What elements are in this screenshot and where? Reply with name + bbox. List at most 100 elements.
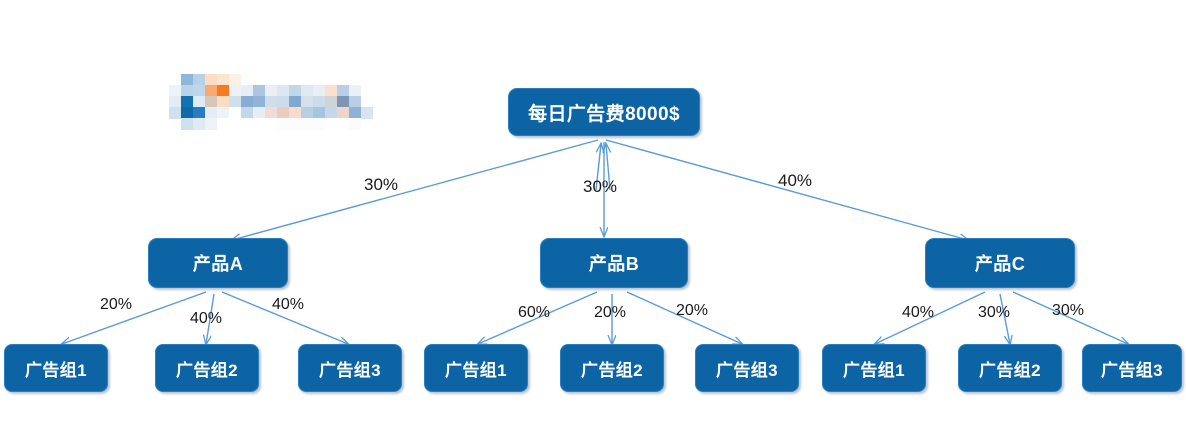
watermark-pixel-block: [229, 118, 241, 130]
watermark-pixel-block: [325, 107, 337, 119]
node-product-a-label: 产品A: [192, 254, 244, 274]
edge-label-root-to-product-c: 40%: [778, 171, 813, 190]
watermark-pixel-block: [229, 74, 241, 86]
node-adgroup-c3[interactable]: 广告组3: [1082, 344, 1182, 392]
watermark-pixel-block: [289, 96, 301, 108]
watermark-pixel-block: [301, 96, 313, 108]
node-adgroup-c1[interactable]: 广告组1: [822, 344, 926, 392]
node-adgroup-a2-label: 广告组2: [175, 360, 239, 380]
watermark-pixel-block: [181, 96, 193, 108]
edge-label-a-to-adgroup1: 20%: [100, 296, 133, 313]
node-adgroup-b2[interactable]: 广告组2: [560, 344, 664, 392]
watermark-pixel-block: [241, 85, 253, 97]
watermark-pixel-block: [193, 96, 205, 108]
watermark-pixel-block: [253, 85, 265, 97]
watermark-pixel-block: [361, 107, 373, 119]
pixelated-logo-watermark: [169, 74, 385, 130]
node-adgroup-c1-label: 广告组1: [842, 360, 906, 380]
watermark-pixel-block: [277, 118, 289, 130]
watermark-pixel-block: [289, 85, 301, 97]
watermark-pixel-block: [217, 74, 229, 86]
edge-label-c-to-adgroup3: 30%: [1052, 302, 1085, 319]
watermark-pixel-block: [313, 96, 325, 108]
watermark-pixel-block: [205, 85, 217, 97]
watermark-pixel-block: [205, 96, 217, 108]
edge-label-c-to-adgroup2: 30%: [978, 304, 1011, 321]
watermark-pixel-block: [217, 118, 229, 130]
node-product-c[interactable]: 产品C: [925, 238, 1075, 288]
watermark-pixel-block: [229, 96, 241, 108]
watermark-pixel-block: [205, 118, 217, 130]
node-adgroup-b1[interactable]: 广告组1: [424, 344, 528, 392]
edge-label-c-to-adgroup1: 40%: [902, 304, 935, 321]
watermark-pixel-block: [253, 118, 265, 130]
watermark-pixel-block: [169, 85, 181, 97]
edge-label-a-to-adgroup2: 40%: [190, 310, 223, 327]
watermark-pixel-block: [325, 85, 337, 97]
watermark-pixel-block: [265, 85, 277, 97]
watermark-pixel-block: [193, 107, 205, 119]
watermark-pixel-block: [337, 96, 349, 108]
watermark-pixel-block: [349, 107, 361, 119]
watermark-pixel-block: [169, 96, 181, 108]
node-adgroup-a1[interactable]: 广告组1: [4, 344, 108, 392]
watermark-pixel-block: [337, 107, 349, 119]
watermark-pixel-block: [217, 96, 229, 108]
watermark-pixel-block: [277, 96, 289, 108]
node-adgroup-a3[interactable]: 广告组3: [298, 344, 402, 392]
node-adgroup-c3-label: 广告组3: [1100, 360, 1164, 380]
watermark-pixel-block: [277, 107, 289, 119]
watermark-pixel-block: [265, 118, 277, 130]
watermark-pixel-block: [169, 107, 181, 119]
node-adgroup-b2-label: 广告组2: [580, 360, 644, 380]
edge-label-a-to-adgroup3: 40%: [272, 296, 305, 313]
watermark-pixel-block: [229, 107, 241, 119]
watermark-pixel-block: [241, 107, 253, 119]
watermark-pixel-block: [301, 85, 313, 97]
node-product-b[interactable]: 产品B: [540, 238, 688, 288]
node-adgroup-a1-label: 广告组1: [24, 360, 88, 380]
watermark-pixel-block: [289, 118, 301, 130]
node-adgroup-c2[interactable]: 广告组2: [958, 344, 1062, 392]
node-product-b-label: 产品B: [588, 254, 640, 274]
edge-label-b-to-adgroup1: 60%: [518, 304, 551, 321]
watermark-pixel-block: [313, 107, 325, 119]
edge-label-root-to-product-a: 30%: [364, 175, 399, 194]
node-adgroup-b3-label: 广告组3: [715, 360, 779, 380]
root-node-daily-ad-budget[interactable]: 每日广告费8000$: [508, 88, 700, 136]
node-adgroup-b3[interactable]: 广告组3: [695, 344, 799, 392]
watermark-pixel-block: [193, 85, 205, 97]
root-node-label: 每日广告费8000$: [528, 103, 680, 125]
watermark-pixel-block: [349, 118, 361, 130]
node-product-a[interactable]: 产品A: [148, 238, 288, 288]
watermark-pixel-block: [217, 85, 229, 97]
watermark-pixel-block: [217, 107, 229, 119]
watermark-pixel-block: [181, 74, 193, 86]
node-adgroup-b1-label: 广告组1: [444, 360, 508, 380]
edge-label-root-to-product-b: 30%: [583, 177, 618, 196]
watermark-pixel-block: [301, 107, 313, 119]
watermark-pixel-block: [337, 118, 349, 130]
watermark-pixel-block: [349, 96, 361, 108]
watermark-pixel-block: [277, 85, 289, 97]
watermark-pixel-block: [205, 107, 217, 119]
node-adgroup-c2-label: 广告组2: [978, 360, 1042, 380]
watermark-pixel-block: [181, 107, 193, 119]
watermark-pixel-block: [193, 74, 205, 86]
watermark-pixel-block: [229, 85, 241, 97]
watermark-pixel-block: [253, 96, 265, 108]
watermark-pixel-block: [349, 85, 361, 97]
watermark-pixel-block: [313, 118, 325, 130]
watermark-pixel-block: [313, 85, 325, 97]
edge-label-b-to-adgroup3: 20%: [676, 302, 709, 319]
watermark-pixel-block: [301, 118, 313, 130]
watermark-pixel-block: [325, 118, 337, 130]
node-adgroup-a2[interactable]: 广告组2: [155, 344, 259, 392]
watermark-pixel-block: [241, 118, 253, 130]
watermark-pixel-block: [193, 118, 205, 130]
watermark-pixel-block: [265, 107, 277, 119]
watermark-pixel-block: [253, 107, 265, 119]
watermark-pixel-block: [325, 96, 337, 108]
node-product-c-label: 产品C: [974, 254, 1026, 274]
